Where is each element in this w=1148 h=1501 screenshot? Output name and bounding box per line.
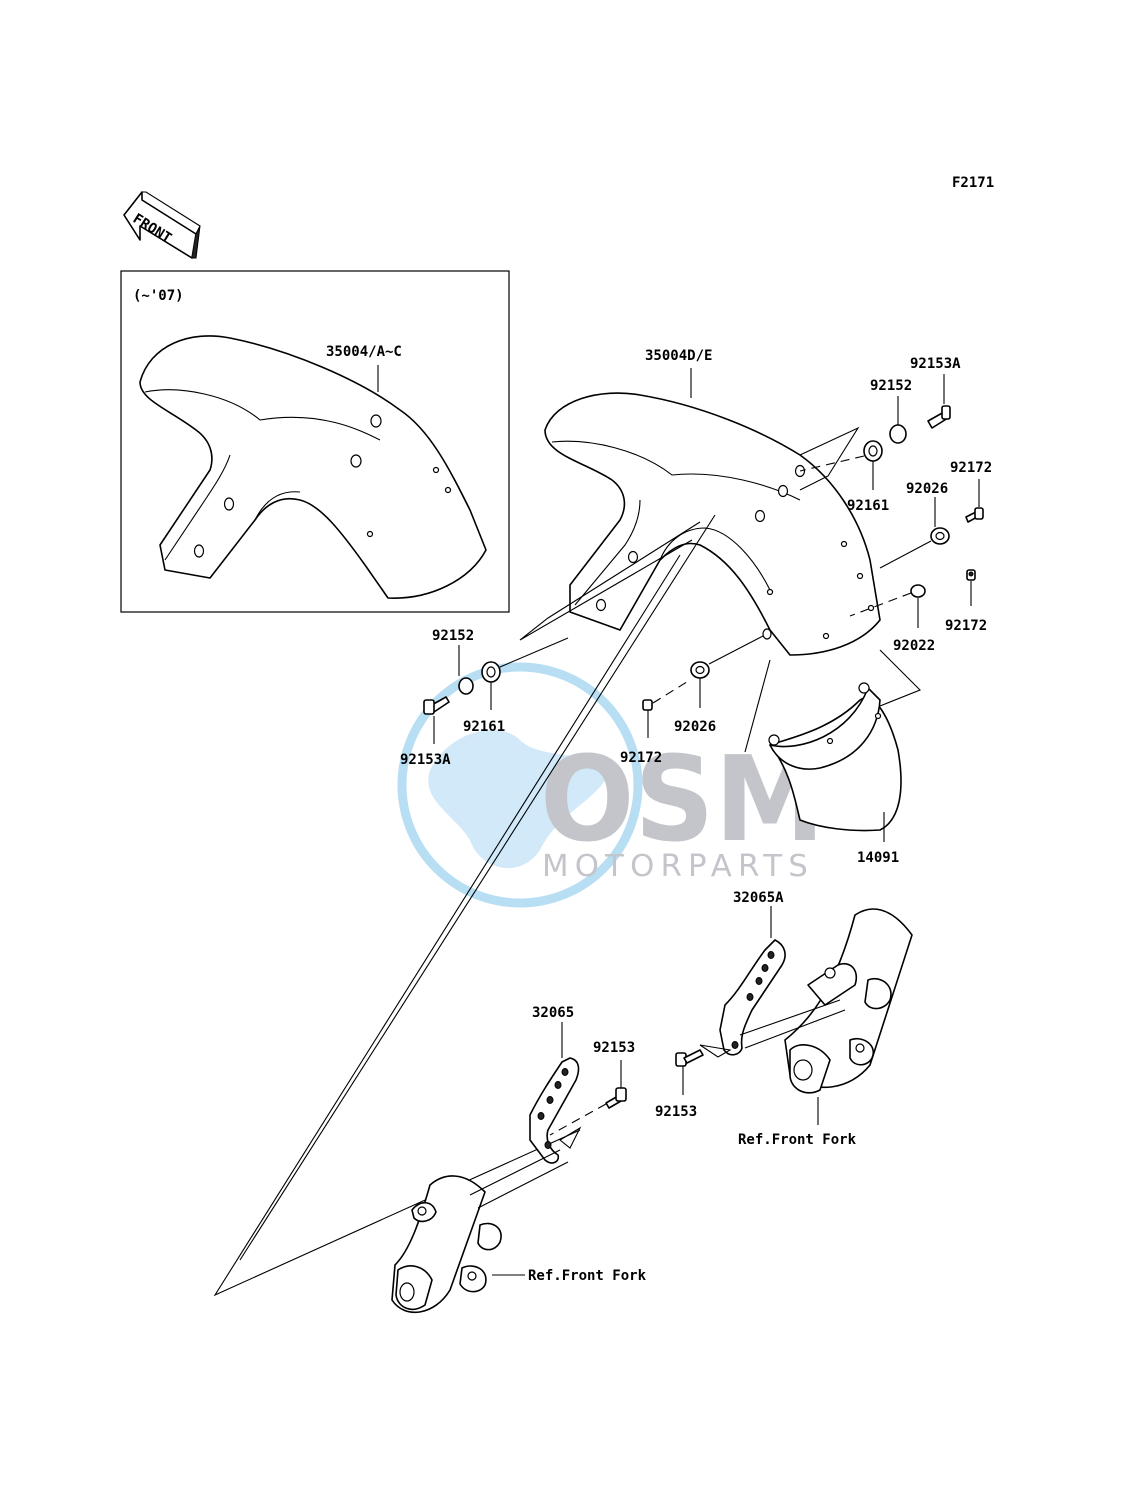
label-32065: 32065 (532, 1005, 574, 1021)
label-92152-top: 92152 (870, 378, 912, 394)
bolt-92153A-left (423, 696, 450, 715)
watermark-globe-land (428, 730, 610, 869)
label-92172-mid: 92172 (945, 618, 987, 634)
label-92172-top: 92172 (950, 460, 992, 476)
fender-main (544, 392, 881, 656)
washer-92152-left (458, 677, 474, 695)
label-92153A-top: 92153A (910, 356, 961, 372)
watermark: OSM MOTORPARTS (397, 662, 825, 908)
label-ref-front-fork-left: Ref.Front Fork (528, 1268, 647, 1284)
inset-label: (~'07) (133, 288, 184, 304)
front-fork-right (699, 908, 913, 1094)
watermark-globe (397, 662, 643, 908)
grommet-92161-right (863, 440, 883, 462)
label-92153A-left: 92153A (400, 752, 451, 768)
bracket-32065A (719, 939, 786, 1056)
label-92153-right: 92153 (655, 1104, 697, 1120)
label-35004D-E: 35004D/E (645, 348, 712, 364)
screw-92172-mid (966, 569, 976, 581)
grommet-92026-right (930, 527, 950, 545)
bolt-92153A-top (927, 405, 951, 429)
label-92172-center: 92172 (620, 750, 662, 766)
label-92161-left: 92161 (463, 719, 505, 735)
inset-frame (120, 270, 510, 613)
label-92152-left: 92152 (432, 628, 474, 644)
washer-92022 (910, 584, 926, 598)
bolt-92153-left (605, 1087, 627, 1109)
watermark-sub: MOTORPARTS (542, 849, 814, 884)
bolt-92153-right (675, 1049, 704, 1067)
label-92026-right: 92026 (906, 481, 948, 497)
label-92153-left: 92153 (593, 1040, 635, 1056)
label-92022: 92022 (893, 638, 935, 654)
front-fork-left (391, 1126, 582, 1314)
fender-old-model (139, 335, 487, 599)
label-ref-front-fork-right: Ref.Front Fork (738, 1132, 857, 1148)
screw-92172-center (642, 699, 653, 711)
label-92026-center: 92026 (674, 719, 716, 735)
label-35004-A-C: 35004/A~C (326, 344, 402, 360)
bracket-32065 (529, 1057, 580, 1164)
label-92161-right: 92161 (847, 498, 889, 514)
mudguard-extension-14091 (768, 682, 902, 832)
grommet-92161-left (481, 661, 501, 683)
grommet-92026-center (690, 661, 710, 679)
label-14091: 14091 (857, 850, 899, 866)
screw-92172-top (965, 507, 984, 523)
label-32065A: 32065A (733, 890, 784, 906)
front-arrow-icon: FRONT (123, 191, 201, 259)
washer-92152-top (889, 424, 907, 444)
diagram-code: F2171 (952, 175, 994, 191)
